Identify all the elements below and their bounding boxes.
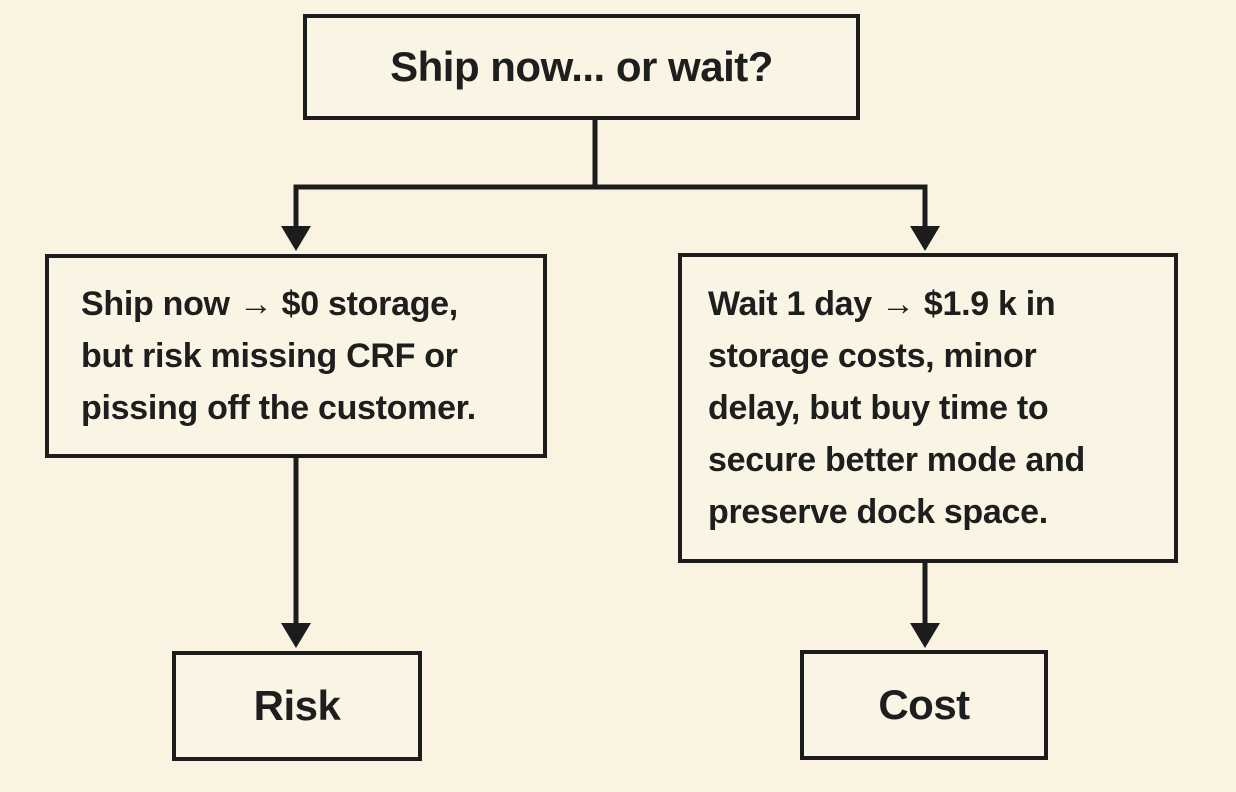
node-outcome-cost-label: Cost — [878, 681, 970, 728]
node-root-question: Ship now... or wait? — [303, 14, 860, 120]
node-option-ship-now: Ship now → $0 storage, but risk missing … — [45, 254, 547, 458]
node-outcome-risk-label: Risk — [253, 682, 341, 729]
branch-bar-line — [293, 184, 928, 228]
node-root-label: Ship now... or wait? — [390, 43, 773, 90]
node-option-wait-line: preserve dock space. — [708, 493, 1048, 531]
arrowhead-left-branch — [281, 226, 311, 251]
node-option-ship-now-line: pissing off the customer. — [81, 389, 476, 427]
node-outcome-risk: Risk — [172, 651, 422, 761]
node-option-wait: Wait 1 day → $1.9 k in storage costs, mi… — [678, 253, 1178, 563]
node-option-wait-line: delay, but buy time to — [708, 389, 1049, 427]
node-option-ship-now-line: Ship now → $0 storage, — [81, 285, 458, 323]
node-outcome-cost: Cost — [800, 650, 1048, 760]
arrowhead-risk — [281, 623, 311, 648]
node-option-wait-line: Wait 1 day → $1.9 k in — [708, 285, 1056, 323]
node-option-wait-line: secure better mode and — [708, 441, 1085, 479]
arrowhead-cost — [910, 623, 940, 648]
arrowhead-right-branch — [910, 226, 940, 251]
node-option-wait-line: storage costs, minor — [708, 337, 1037, 375]
node-option-ship-now-line: but risk missing CRF or — [81, 337, 458, 375]
